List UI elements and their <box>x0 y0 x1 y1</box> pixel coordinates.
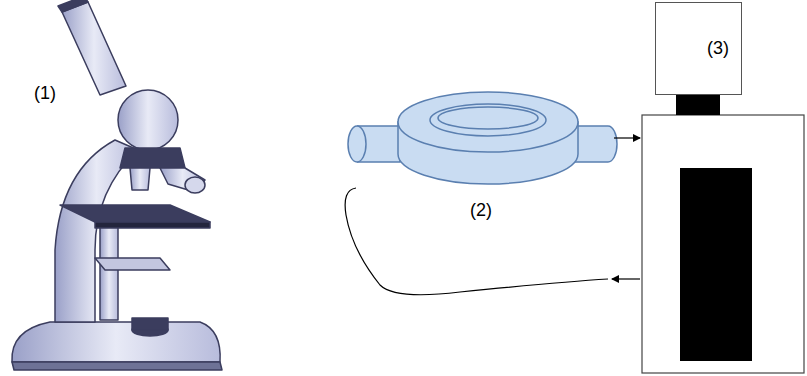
callout-number: (2) <box>470 200 492 222</box>
microscope <box>12 0 222 370</box>
flow-cell <box>348 92 617 184</box>
inlet-arrow <box>614 137 640 138</box>
device-body <box>642 95 804 373</box>
callout-number: (3) <box>707 38 729 60</box>
outlet-arrow <box>612 278 640 279</box>
camera-box: (3) <box>655 2 742 95</box>
callout-number: (1) <box>34 83 56 105</box>
wire <box>345 188 608 295</box>
